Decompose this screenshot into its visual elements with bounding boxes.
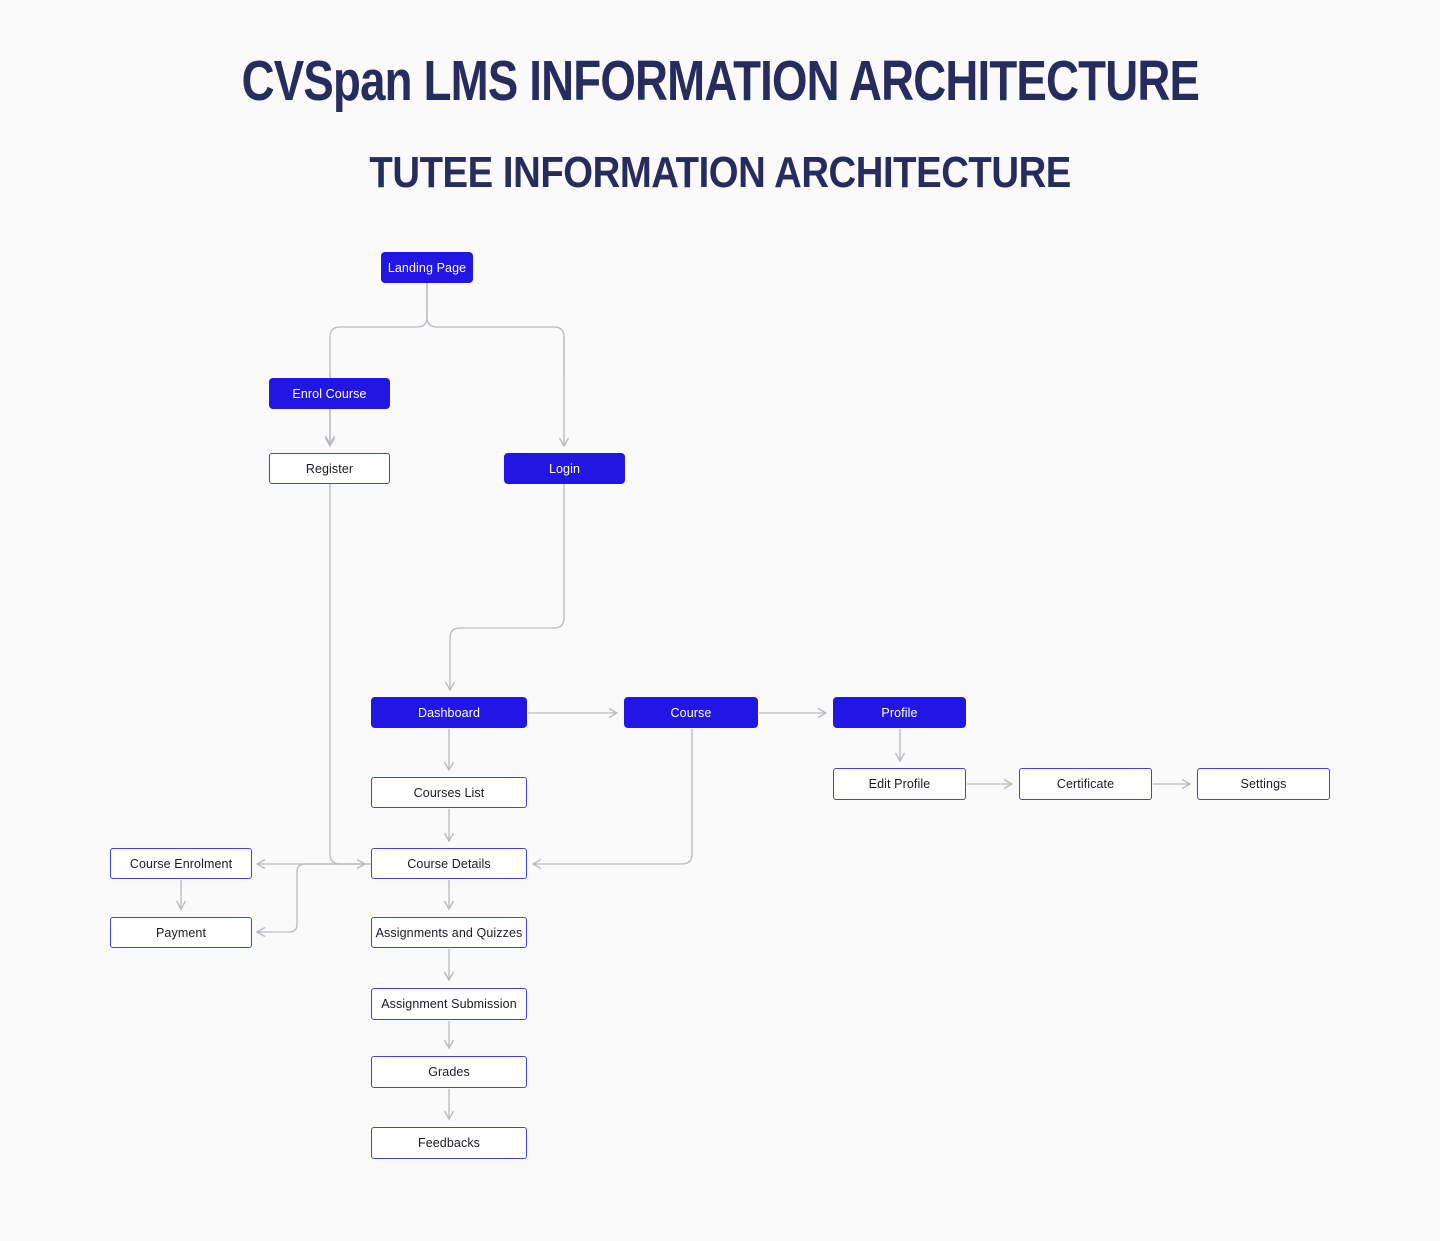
node-course-enrolment: Course Enrolment: [110, 848, 252, 879]
node-courses-list: Courses List: [371, 777, 527, 808]
edge-landing-to-login-stub: [426, 283, 565, 375]
edge-login-to-dashboard: [444, 484, 565, 692]
edge-landing-to-enrol: [324, 283, 428, 446]
node-assignments-and-quizzes: Assignments and Quizzes: [371, 917, 527, 948]
node-landing-page: Landing Page: [381, 252, 473, 283]
node-login: Login: [504, 453, 625, 484]
edge-course-details-to-payment: [255, 863, 371, 938]
node-payment: Payment: [110, 917, 252, 948]
page-subtitle: TUTEE INFORMATION ARCHITECTURE: [0, 148, 1440, 198]
node-dashboard: Dashboard: [371, 697, 527, 728]
page-title: CVSpan LMS INFORMATION ARCHITECTURE: [0, 48, 1440, 114]
page-title-text: CVSpan LMS INFORMATION ARCHITECTURE: [241, 49, 1199, 113]
node-register: Register: [269, 453, 390, 484]
edge-register-to-course-details: [329, 484, 367, 870]
node-enrol-course: Enrol Course: [269, 378, 390, 409]
node-profile: Profile: [833, 697, 966, 728]
node-edit-profile: Edit Profile: [833, 768, 966, 800]
node-assignment-submission: Assignment Submission: [371, 988, 527, 1020]
node-grades: Grades: [371, 1056, 527, 1088]
node-feedbacks: Feedbacks: [371, 1127, 527, 1159]
edge-course-to-course-details: [531, 729, 693, 870]
node-course: Course: [624, 697, 758, 728]
node-course-details: Course Details: [371, 848, 527, 879]
page-subtitle-text: TUTEE INFORMATION ARCHITECTURE: [369, 148, 1071, 197]
node-certificate: Certificate: [1019, 768, 1152, 800]
node-settings: Settings: [1197, 768, 1330, 800]
